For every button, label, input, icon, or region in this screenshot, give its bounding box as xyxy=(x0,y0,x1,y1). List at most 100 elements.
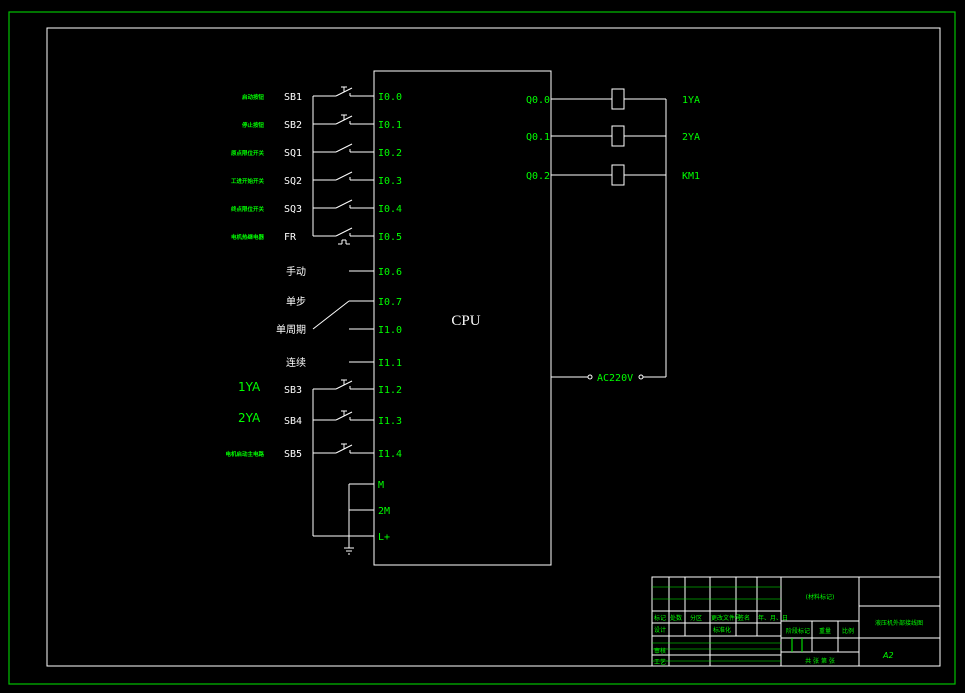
input-desc-sb5: 电机启动主电路 xyxy=(225,450,264,458)
label-weight: 重量 xyxy=(819,627,831,635)
material-mark: (材料标记) xyxy=(806,593,835,601)
input-address-sb4: I1.3 xyxy=(378,416,402,427)
input-row-sq2: I0.3 SQ2 工进开始开关 xyxy=(231,171,402,187)
output-row-0: Q0.0 1YA xyxy=(526,88,700,110)
input-row-manual: I0.6 手动 xyxy=(286,265,402,278)
coil-0 xyxy=(611,88,625,110)
input-desc-fr: 电机热继电器 xyxy=(231,233,265,241)
header-signature: 签名 xyxy=(738,614,750,622)
cpu-label: CPU xyxy=(451,313,480,329)
label-process: 工艺 xyxy=(654,658,666,666)
input-row-sq1: I0.2 SQ1 原点限位开关 xyxy=(231,143,402,159)
input-address-fr: I0.5 xyxy=(378,232,402,243)
coil-2 xyxy=(611,164,625,186)
header-mark: 标记 xyxy=(654,614,666,622)
input-address-sb2: I0.1 xyxy=(378,120,402,131)
input-row-sb4: I1.3 SB4 2YA xyxy=(238,410,402,427)
input-row-fr: I0.5 FR 电机热继电器 xyxy=(231,227,402,245)
header-count: 处数 xyxy=(670,614,682,622)
input-tag-sb5: SB5 xyxy=(284,449,302,460)
input-tag-sq2: SQ2 xyxy=(284,176,302,187)
input-address-sb5: I1.4 xyxy=(378,449,402,460)
output-load-2: KM1 xyxy=(682,171,700,182)
input-tag-sb1: SB1 xyxy=(284,92,302,103)
input-address-single-step: I0.7 xyxy=(378,297,402,308)
input-tag-sq1: SQ1 xyxy=(284,148,302,159)
input-desc-sb2: 停止按钮 xyxy=(242,121,265,129)
title-block-text: (材料标记) 液压机外部接线图 A2 标记 处数 分区 更改文件号 签名 年、月… xyxy=(654,593,923,666)
input-tag-continuous: 连续 xyxy=(286,356,306,369)
input-row-sb3: I1.2 SB3 1YA xyxy=(238,379,402,396)
title-block-grid-green xyxy=(652,586,781,662)
output-row-2: Q0.2 KM1 xyxy=(526,164,700,186)
input-address-manual: I0.6 xyxy=(378,267,402,278)
selector-common-blade xyxy=(312,300,350,330)
input-tag-sb4: SB4 xyxy=(284,416,302,427)
power-terminal-right xyxy=(638,374,644,380)
input-row-sq3: I0.4 SQ3 终点限位开关 xyxy=(230,199,402,215)
title-block-frame xyxy=(651,576,941,667)
contact-blade-sq1 xyxy=(335,143,353,153)
outer-frame xyxy=(8,11,956,685)
input-row-sb5: I1.4 SB5 电机启动主电路 xyxy=(225,443,402,460)
input-desc-sb1: 启动按钮 xyxy=(242,93,265,101)
common-terminal-label-1: 2M xyxy=(378,506,390,517)
contact-blade-fr xyxy=(335,227,353,237)
output-address-0: Q0.0 xyxy=(526,95,550,106)
input-tag-single-step: 单步 xyxy=(286,296,306,308)
input-tag-sb3: SB3 xyxy=(284,385,302,396)
sheet-footer: 共 张 第 张 xyxy=(805,657,835,665)
input-address-single-cycle: I1.0 xyxy=(378,325,402,336)
label-design: 设计 xyxy=(654,626,666,634)
output-load-1: 2YA xyxy=(682,132,700,143)
input-row-sb2: I0.1 SB2 停止按钮 xyxy=(242,114,402,131)
input-row-single-cycle: I1.0 单周期 xyxy=(276,324,402,336)
input-address-sq3: I0.4 xyxy=(378,204,402,215)
input-circuits: I0.0SB1启动按钮I0.1SB2停止按钮I0.2SQ1原点限位开关I0.3S… xyxy=(225,86,402,536)
power-label: AC220V xyxy=(597,373,633,384)
output-address-1: Q0.1 xyxy=(526,132,550,143)
input-address-sb3: I1.2 xyxy=(378,385,402,396)
power-terminal-left xyxy=(587,374,593,380)
sheet-size: A2 xyxy=(882,651,894,660)
header-date: 年、月、日 xyxy=(758,614,788,622)
input-tag-manual: 手动 xyxy=(286,265,306,278)
output-row-1: Q0.1 2YA xyxy=(526,125,700,147)
power-supply: AC220V xyxy=(551,99,667,384)
output-load-0: 1YA xyxy=(682,95,700,106)
input-tag-sb2: SB2 xyxy=(284,120,302,131)
drawing-border xyxy=(46,27,941,667)
label-scale: 比例 xyxy=(842,627,854,635)
header-zone: 分区 xyxy=(690,614,702,622)
drawing-name: 液压机外部接线图 xyxy=(875,619,923,627)
common-terminal-label-2: L+ xyxy=(378,532,390,543)
input-tag-single-cycle: 单周期 xyxy=(276,324,306,336)
common-terminals: M 2M L+ xyxy=(313,480,390,555)
input-tag-fr: FR xyxy=(284,232,297,243)
label-stage-mark: 阶段标记 xyxy=(786,627,810,635)
input-address-continuous: I1.1 xyxy=(378,358,402,369)
input-desc-sq3: 终点限位开关 xyxy=(230,205,265,213)
coil-1 xyxy=(611,125,625,147)
input-desc-sb3: 1YA xyxy=(238,380,261,394)
common-terminal-label-0: M xyxy=(378,480,384,491)
input-address-sq2: I0.3 xyxy=(378,176,402,187)
input-row-sb1: I0.0 SB1 启动按钮 xyxy=(242,86,402,103)
input-desc-sb4: 2YA xyxy=(238,411,261,425)
input-row-continuous: I1.1 连续 xyxy=(286,356,402,369)
input-desc-sq2: 工进开始开关 xyxy=(231,177,265,185)
input-tag-sq3: SQ3 xyxy=(284,204,302,215)
input-row-single-step: I0.7 单步 xyxy=(286,296,402,308)
output-address-2: Q0.2 xyxy=(526,171,550,182)
cpu-box xyxy=(373,70,552,566)
contact-blade-sq2 xyxy=(335,171,353,181)
input-address-sq1: I0.2 xyxy=(378,148,402,159)
output-circuits: Q0.0 1YA Q0.1 2YA Q0.2 KM1 xyxy=(526,88,700,186)
header-change-file: 更改文件号 xyxy=(711,614,741,622)
contact-blade-sq3 xyxy=(335,199,353,209)
label-review: 审核 xyxy=(654,647,666,655)
input-desc-sq1: 原点限位开关 xyxy=(231,149,265,157)
input-address-sb1: I0.0 xyxy=(378,92,402,103)
label-standardization: 标准化 xyxy=(713,626,731,634)
